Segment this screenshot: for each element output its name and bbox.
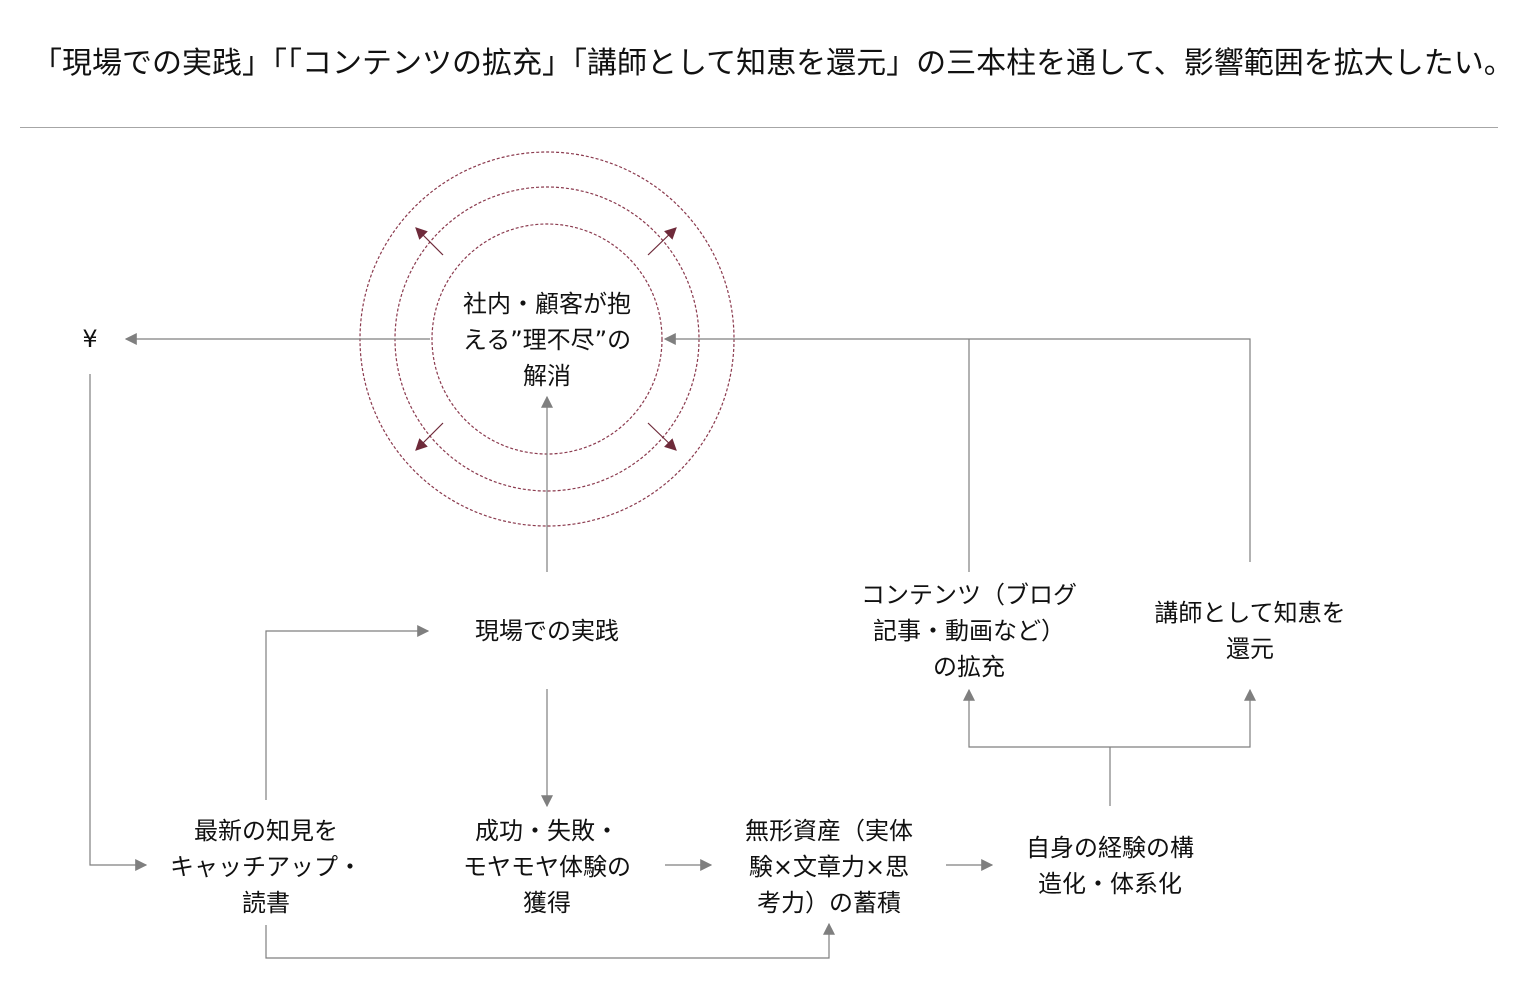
node-line: 無形資産（実体 (745, 817, 913, 845)
node-line: 験×文章力×思 (748, 853, 910, 881)
expansion-arrows (415, 227, 677, 451)
node-line: キャッチアップ・ (170, 853, 362, 881)
node-line: 社内・顧客が抱 (463, 290, 631, 318)
node-line: 解消 (523, 362, 571, 390)
node-line: 最新の知見を (194, 817, 338, 845)
node-line: える”理不尽”の (462, 326, 632, 354)
arrow-learning-to-practice (265, 625, 430, 800)
page-title: 「現場での実践」「「コンテンツの拡充」「講師として知恵を還元」の三本柱を通して、… (32, 46, 1514, 81)
arrow-content-lecturer-to-center (663, 333, 1251, 562)
flow-connectors (89, 333, 1256, 959)
node-structuring: 自身の経験の構 造化・体系化 (995, 830, 1225, 902)
node-line: 造化・体系化 (1038, 870, 1182, 898)
node-line: 自身の経験の構 (1026, 834, 1194, 862)
arrow-yen-to-learning (89, 374, 148, 871)
node-line: 還元 (1226, 635, 1274, 663)
node-field-practice: 現場での実践 (437, 613, 657, 649)
node-line: 講師として知恵を (1154, 599, 1346, 627)
arrow-structure-to-lecturer (1110, 688, 1256, 748)
node-line: 読書 (242, 889, 290, 917)
node-intangible-assets: 無形資産（実体 験×文章力×思 考力）の蓄積 (714, 813, 944, 921)
node-line: コンテンツ（ブログ (861, 581, 1077, 609)
node-line: 記事・動画など） (873, 617, 1065, 645)
expansion-arrow-top-right (647, 227, 677, 256)
expansion-arrow-bottom-left (415, 422, 444, 451)
node-lecturer-return: 講師として知恵を 還元 (1135, 595, 1365, 667)
node-line: 成功・失敗・ (475, 817, 619, 845)
node-content-expansion: コンテンツ（ブログ 記事・動画など） の拡充 (849, 577, 1089, 685)
arrow-structure-to-content (963, 688, 1110, 748)
node-line: 獲得 (523, 889, 571, 917)
expansion-arrow-bottom-right (647, 422, 677, 451)
title-divider (20, 127, 1498, 128)
node-line: モヤモヤ体験の (463, 853, 631, 881)
arrow-learning-to-assets (265, 922, 835, 959)
node-line: の拡充 (933, 653, 1005, 681)
node-line: 考力）の蓄積 (757, 889, 901, 917)
yen-symbol: ¥ (82, 325, 98, 353)
node-line: 現場での実践 (475, 617, 619, 645)
node-resolve-unreasonableness: 社内・顧客が抱 える”理不尽”の 解消 (437, 286, 657, 394)
node-experience-gain: 成功・失敗・ モヤモヤ体験の 獲得 (437, 813, 657, 921)
expansion-arrow-top-left (415, 227, 444, 256)
node-catch-up-reading: 最新の知見を キャッチアップ・ 読書 (156, 813, 376, 921)
